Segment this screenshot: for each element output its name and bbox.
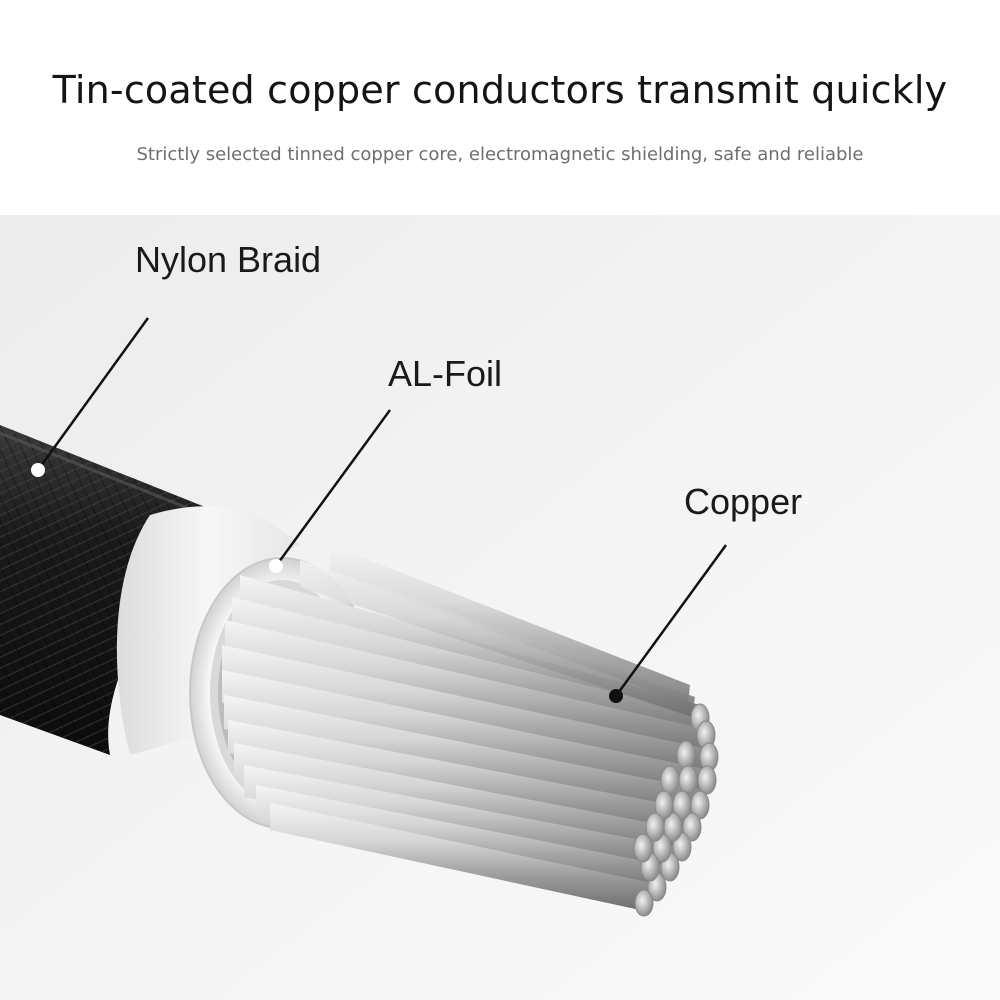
page-title: Tin-coated copper conductors transmit qu…	[52, 68, 948, 112]
copper-leader	[609, 544, 728, 703]
label-al-foil: AL-Foil	[388, 353, 503, 394]
al-foil-leader	[269, 409, 392, 573]
cable-illustration	[0, 215, 1000, 1000]
label-nylon-braid: Nylon Braid	[135, 239, 322, 280]
header: Tin-coated copper conductors transmit qu…	[0, 0, 1000, 215]
copper-strand-ends	[633, 703, 719, 917]
copper-strands	[222, 545, 712, 910]
nylon-braid-leader	[31, 317, 150, 477]
cable-diagram: Nylon Braid AL-Foil Copper	[0, 215, 1000, 1000]
label-copper: Copper	[684, 481, 803, 522]
nylon-braid-jacket	[0, 425, 205, 755]
page-subtitle: Strictly selected tinned copper core, el…	[136, 144, 864, 165]
